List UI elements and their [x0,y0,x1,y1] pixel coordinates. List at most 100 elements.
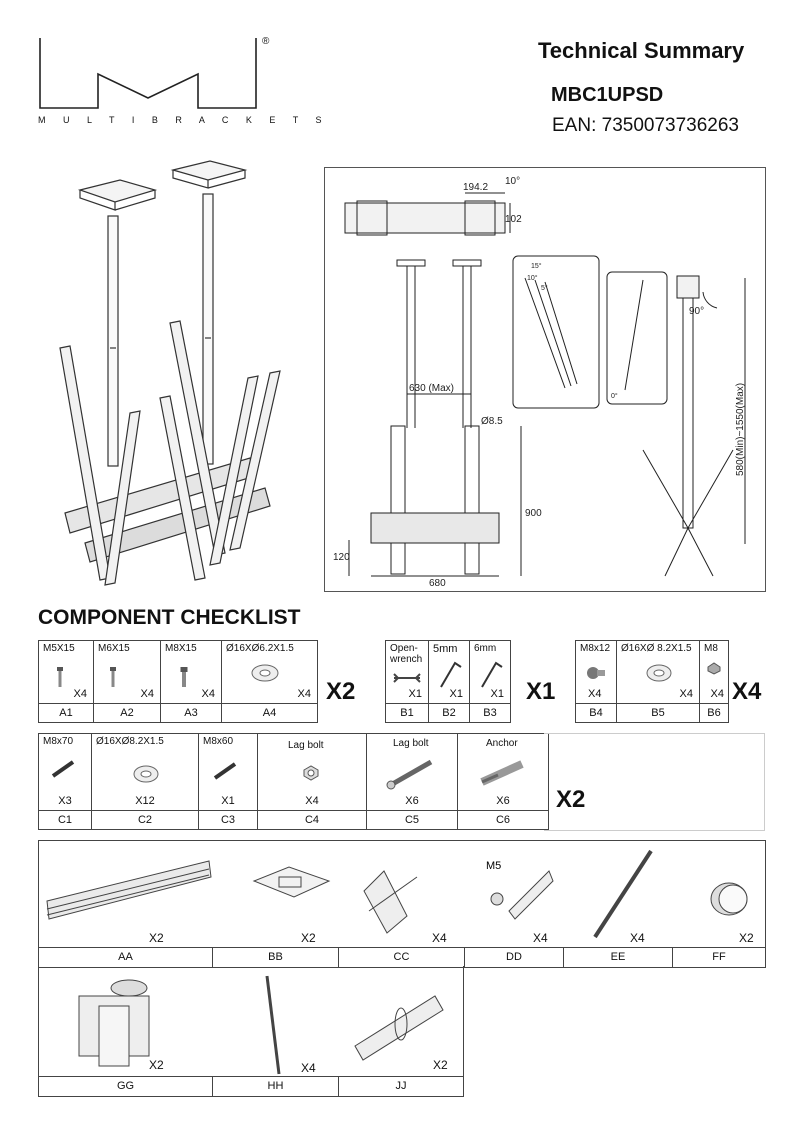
multibrackets-logo-icon [39,38,257,109]
part-code: B1 [400,707,414,719]
screw-icon [180,667,188,687]
dim-680: 680 [429,578,446,589]
parts-row-1-drawing: M5 [46,849,748,939]
dim-194: 194.2 [463,182,488,193]
part-qty: X4 [710,688,724,700]
part-qty: X1 [449,688,463,700]
ceiling-mount-image [59,160,281,586]
part-name: M8x70 [43,736,74,747]
hex-key-icon [481,661,503,688]
tilt-0: 0° [611,392,618,400]
part-name: M5X15 [43,643,75,654]
screw-icon [110,667,116,687]
part-code: DD [465,948,564,968]
part-name: Open-wrench [390,643,423,665]
parts-row-1: M5 X2 X2 X4 X4 X4 X2 AA BB CC DD EE FF [38,840,766,968]
part-code: B4 [589,707,603,719]
part-name: Ø16XØ6.2X1.5 [226,643,294,654]
washer-icon [646,664,672,682]
group-b2-multiplier: X4 [732,678,762,705]
part-code: GG [39,1077,213,1097]
part-code: C1 [57,814,73,826]
anchor-icon [480,760,524,786]
part-qty: X4 [301,1061,316,1075]
part-code: B6 [707,707,721,719]
nut-icon [707,662,721,675]
part-qty: X4 [73,688,87,700]
screw-icon [57,667,63,687]
part-qty: X4 [679,688,693,700]
model-number: MBC1UPSD [551,84,664,106]
part-qty: X4 [588,688,602,700]
tilt-15: 15° [531,262,542,270]
part-qty: X6 [405,795,419,807]
part-code: C3 [220,814,236,826]
part-name: M8x12 [580,643,611,654]
dim-120: 120 [333,552,350,563]
part-qty: X4 [630,931,645,945]
parts-row-2: X2 X4 X2 GG HH JJ [38,966,464,1097]
washer-icon [251,664,279,682]
group-c-multiplier: X2 [556,786,586,813]
lag-nut-icon [303,765,319,781]
part-code: C6 [495,814,511,826]
part-qty: X12 [135,795,155,807]
dim-tube: Ø8.5 [481,416,503,427]
part-code: C2 [137,814,153,826]
part-code: CC [339,948,465,968]
part-qty: X2 [433,1058,448,1072]
dim-900: 900 [525,508,542,519]
dimension-drawing: 194.2 10° 102 630 (Max) Ø8.5 900 120 680… [324,167,766,592]
dimension-schematic: 194.2 10° 102 630 (Max) Ø8.5 900 120 680… [333,176,746,589]
tilt-5: 5° [541,284,548,292]
dim-630: 630 (Max) [409,383,454,394]
part-qty: X1 [490,688,504,700]
registered-mark: ® [262,36,270,47]
part-code: HH [213,1077,339,1097]
dd-sub-label: M5 [486,860,501,872]
part-qty: X4 [305,795,319,807]
part-qty: X1 [408,688,422,700]
washer-icon [133,765,159,783]
part-name: Lag bolt [393,738,429,749]
part-name: 6mm [474,643,497,654]
parts-row-2-drawing [78,975,444,1075]
part-code: A2 [120,707,134,719]
part-name: M8X15 [165,643,197,654]
group-c-extension [544,733,765,831]
part-qty: X4 [201,688,215,700]
part-code: A4 [262,707,277,719]
part-name: M6X15 [98,643,130,654]
checklist-group-a: M5X15 X4 M6X15 X4 M8X15 X4 Ø16XØ6.2X1.5 … [38,640,318,723]
part-qty: X2 [739,931,754,945]
part-name: 5mm [433,643,458,655]
part-code: JJ [395,1080,407,1092]
dim-10deg: 10° [505,176,520,187]
part-code: C5 [404,814,420,826]
brand-logo: ® M U L T I B R A C K E T S [38,36,322,126]
hex-key-icon [440,661,462,688]
part-code: B5 [651,707,665,719]
wrench-icon [393,673,421,683]
part-name: M8x60 [203,736,234,747]
part-name: Ø16XØ8.2X1.5 [96,736,164,747]
part-code: A3 [184,707,198,719]
bolt-icon [587,667,605,679]
lag-bolt-icon [386,759,433,790]
part-qty: X4 [140,688,154,700]
part-name: Lag bolt [288,740,324,751]
screw-icon [51,760,75,778]
dim-rotate: 90° [689,306,704,317]
part-qty: X2 [301,931,316,945]
checklist-group-b2: M8x12 X4 Ø16XØ 8.2X1.5 X4 M8 X4 B4 B5 B6 [575,640,729,723]
part-code: EE [564,948,673,968]
part-code: B3 [483,707,497,719]
ean-code: EAN: 7350073736263 [552,115,739,136]
checklist-group-c: M8x70 X3 Ø16XØ8.2X1.5 X12 M8x60 X1 Lag b… [38,733,549,830]
part-code: AA [39,948,213,968]
checklist-group-b1: Open-wrench X1 5mm X1 6mm X1 B1 B2 B3 [385,640,511,723]
part-qty: X4 [432,931,447,945]
part-code: B2 [442,707,456,719]
part-code: A1 [59,707,73,719]
tilt-10: 10° [527,274,538,282]
